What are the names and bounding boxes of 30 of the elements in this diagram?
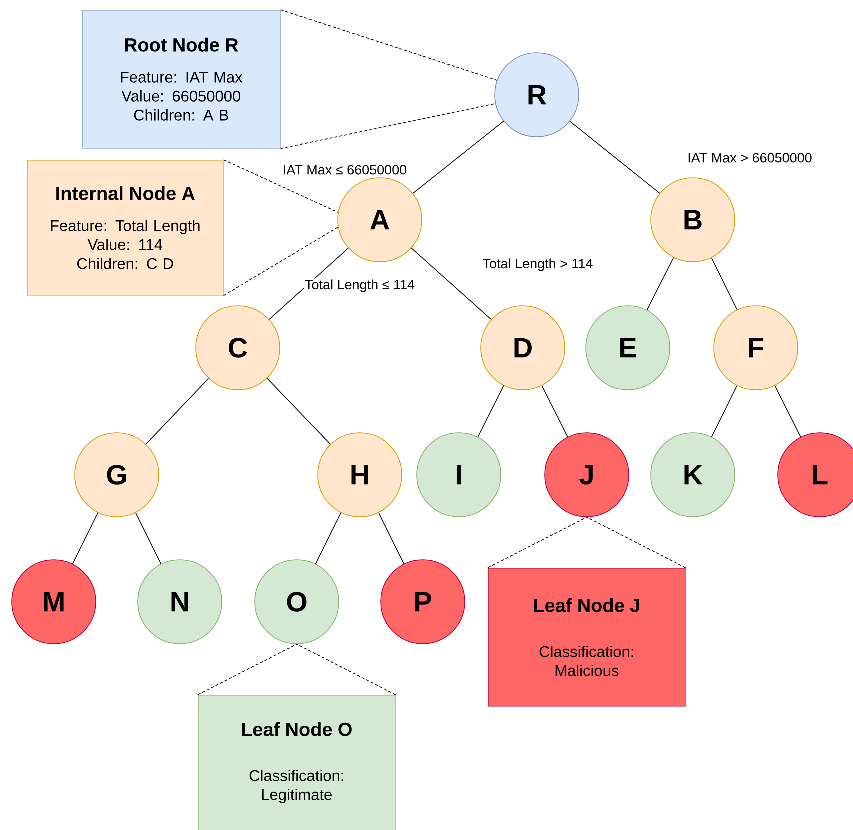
callout-line	[296, 644, 396, 696]
branch-line	[315, 512, 342, 564]
callout-line	[280, 10, 498, 81]
branch-line	[774, 385, 802, 438]
edge-label: IAT Max > 66050000	[686, 152, 814, 164]
branch-line	[72, 512, 99, 564]
edge-label: Total Length ≤ 114	[304, 278, 416, 294]
branch-line	[146, 378, 210, 445]
callout-line	[488, 517, 588, 568]
edge-label: Total Length > 114	[482, 258, 594, 272]
branch-line	[646, 257, 674, 311]
callout-box: Internal Node A Feature: Total Length Value: 114 Children: C D	[27, 160, 224, 296]
branch-line	[378, 512, 405, 564]
branch-line	[542, 385, 568, 438]
branch-line	[478, 385, 504, 438]
branch-line	[411, 248, 492, 320]
callout-line	[223, 226, 339, 296]
callout-box: Root Node R Feature: IAT Max Value: 66050000 Children: A B	[82, 10, 281, 149]
edge-label: IAT Max ≤ 66050000	[282, 164, 408, 176]
branch-line	[266, 378, 332, 445]
callout-line	[280, 103, 496, 150]
branch-line	[711, 258, 738, 310]
callout-line	[198, 644, 298, 696]
branch-line	[570, 121, 660, 194]
callout-box: Leaf Node O Classification: Legitimate	[198, 695, 396, 830]
branch-line	[711, 386, 738, 438]
callout-box: Leaf Node J Classification: Malicious	[488, 568, 686, 707]
branch-line	[412, 121, 504, 194]
callout-line	[586, 517, 686, 568]
branch-line	[135, 512, 162, 564]
